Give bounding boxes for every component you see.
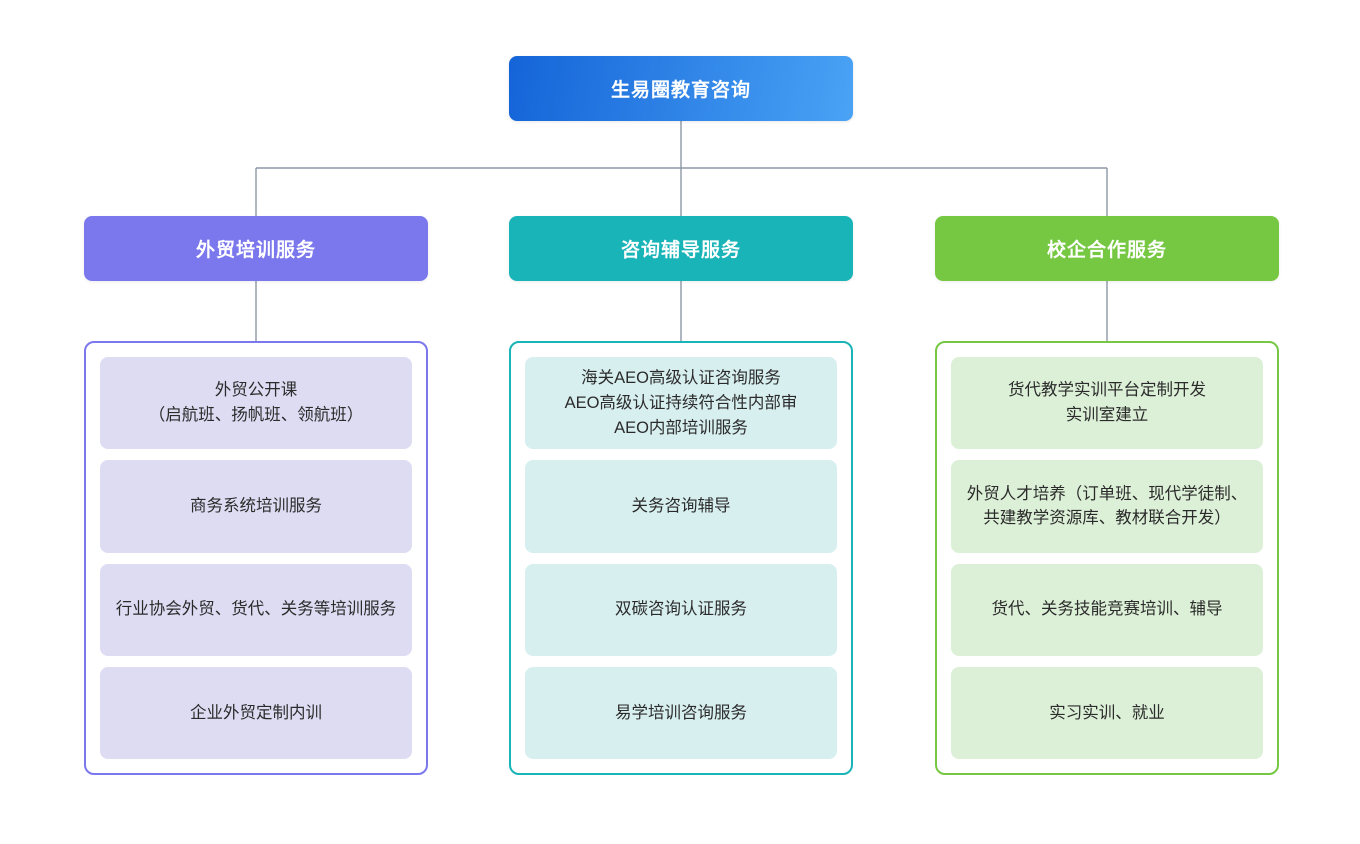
leaf-card-label: 实习实训、就业 bbox=[1049, 703, 1165, 722]
root-node-label: 生易圈教育咨询 bbox=[610, 80, 751, 101]
leaf-card[interactable]: 关务咨询辅导 bbox=[525, 460, 837, 553]
leaf-card[interactable]: 外贸人才培养（订单班、现代学徒制、共建教学资源库、教材联合开发） bbox=[951, 460, 1263, 553]
leaf-card-label: 货代、关务技能竞赛培训、辅导 bbox=[991, 600, 1223, 619]
leaf-card-label: 外贸公开课 （启航班、扬帆班、领航班） bbox=[148, 381, 364, 425]
branch-items-container-foreign-trade-training: 外贸公开课 （启航班、扬帆班、领航班） 商务系统培训服务 行业协会外贸、货代、关… bbox=[84, 341, 428, 775]
branch-foreign-trade-training: 外贸培训服务 外贸公开课 （启航班、扬帆班、领航班） 商务系统培训服务 行业协会… bbox=[84, 216, 428, 775]
leaf-card-label: 行业协会外贸、货代、关务等培训服务 bbox=[115, 600, 397, 619]
leaf-card[interactable]: 海关AEO高级认证咨询服务 AEO高级认证持续符合性内部审 AEO内部培训服务 bbox=[525, 357, 837, 450]
leaf-card-label: 双碳咨询认证服务 bbox=[615, 600, 747, 619]
leaf-card[interactable]: 货代、关务技能竞赛培训、辅导 bbox=[951, 563, 1263, 656]
leaf-card[interactable]: 商务系统培训服务 bbox=[100, 460, 412, 553]
leaf-card[interactable]: 双碳咨询认证服务 bbox=[525, 563, 837, 656]
branch-header-label: 咨询辅导服务 bbox=[620, 240, 741, 261]
branch-header-label: 外贸培训服务 bbox=[195, 240, 316, 261]
branch-header-label: 校企合作服务 bbox=[1046, 240, 1167, 261]
branch-consulting-tutoring: 咨询辅导服务 海关AEO高级认证咨询服务 AEO高级认证持续符合性内部审 AEO… bbox=[509, 216, 853, 775]
branch-school-enterprise-cooperation: 校企合作服务 货代教学实训平台定制开发 实训室建立 外贸人才培养（订单班、现代学… bbox=[935, 216, 1279, 775]
branch-items-container-school-enterprise-cooperation: 货代教学实训平台定制开发 实训室建立 外贸人才培养（订单班、现代学徒制、共建教学… bbox=[935, 341, 1279, 775]
leaf-card-label: 货代教学实训平台定制开发 实训室建立 bbox=[1008, 381, 1206, 425]
leaf-card[interactable]: 货代教学实训平台定制开发 实训室建立 bbox=[951, 357, 1263, 450]
leaf-card-label: 海关AEO高级认证咨询服务 AEO高级认证持续符合性内部审 AEO内部培训服务 bbox=[564, 369, 798, 437]
leaf-card-label: 企业外贸定制内训 bbox=[190, 703, 322, 722]
root-node[interactable]: 生易圈教育咨询 bbox=[509, 56, 853, 121]
branch-header-consulting-tutoring[interactable]: 咨询辅导服务 bbox=[509, 216, 853, 281]
branch-header-foreign-trade-training[interactable]: 外贸培训服务 bbox=[84, 216, 428, 281]
leaf-card[interactable]: 外贸公开课 （启航班、扬帆班、领航班） bbox=[100, 357, 412, 450]
leaf-card-label: 外贸人才培养（订单班、现代学徒制、共建教学资源库、教材联合开发） bbox=[966, 484, 1248, 528]
leaf-card[interactable]: 行业协会外贸、货代、关务等培训服务 bbox=[100, 563, 412, 656]
leaf-card-label: 关务咨询辅导 bbox=[631, 497, 731, 515]
leaf-card[interactable]: 易学培训咨询服务 bbox=[525, 666, 837, 759]
branch-header-school-enterprise-cooperation[interactable]: 校企合作服务 bbox=[935, 216, 1279, 281]
leaf-card[interactable]: 企业外贸定制内训 bbox=[100, 666, 412, 759]
leaf-card-label: 商务系统培训服务 bbox=[190, 497, 322, 515]
leaf-card-label: 易学培训咨询服务 bbox=[615, 703, 747, 722]
leaf-card[interactable]: 实习实训、就业 bbox=[951, 666, 1263, 759]
branch-items-container-consulting-tutoring: 海关AEO高级认证咨询服务 AEO高级认证持续符合性内部审 AEO内部培训服务 … bbox=[509, 341, 853, 775]
